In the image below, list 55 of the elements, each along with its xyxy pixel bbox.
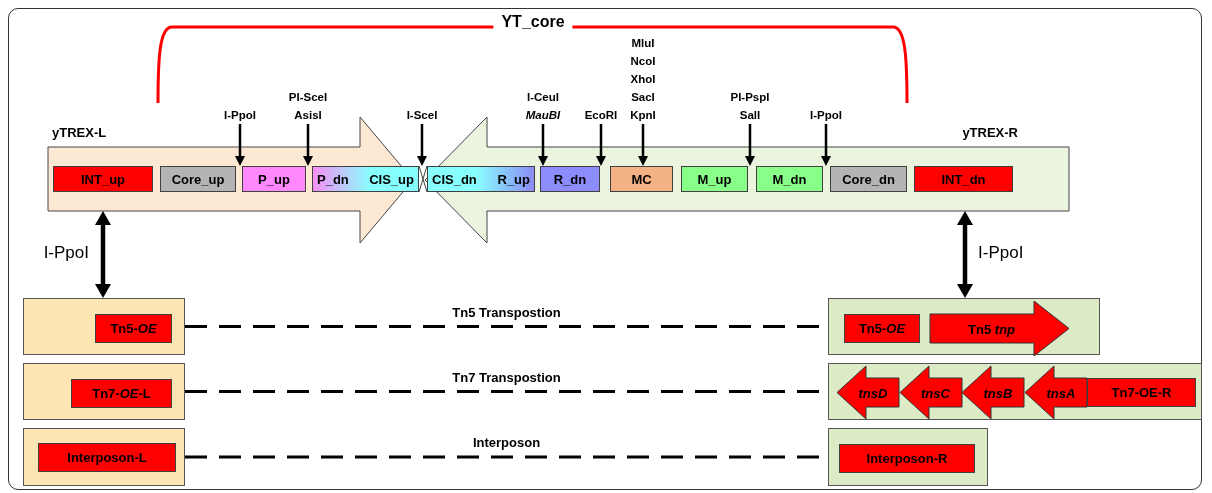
- cassette-box: [23, 298, 185, 355]
- gene-box: Core_up: [160, 166, 236, 192]
- cassette-box: [828, 363, 1202, 420]
- enzyme-site-label: I-CeuI MauBI: [525, 88, 561, 124]
- arrow: [638, 124, 648, 166]
- gene-label: P_dn: [317, 171, 349, 187]
- enzyme-site-label: PI-SceI AsisI: [288, 88, 328, 124]
- crossover-mark: [418, 165, 428, 193]
- cassette-label: yTREX-L: [52, 125, 107, 140]
- cassette-box: [828, 298, 1100, 355]
- gene-label: CIS_dn: [432, 171, 477, 187]
- gene-label: tnsA: [1046, 385, 1076, 400]
- enzyme-site-label: I-PpoI: [810, 106, 842, 124]
- cassette-label: yTREX-R: [962, 125, 1018, 140]
- gene-box: P_up: [242, 166, 306, 192]
- gene-box: MC: [610, 166, 673, 192]
- enzyme-site-label: PI-PspI SalI: [730, 88, 770, 124]
- enzyme-site-label: EcoRI: [584, 106, 618, 124]
- gene-label: CIS_up: [369, 171, 414, 187]
- arrow: [417, 124, 427, 166]
- gene-box: Tn5-OE: [844, 314, 920, 343]
- gene-box: R_dn: [540, 166, 600, 192]
- enzyme-site-label: I-PpoI: [224, 106, 256, 124]
- gene-box: INT_dn: [914, 166, 1013, 192]
- gene-box: [312, 166, 419, 192]
- gene-box: Interposon-L: [38, 443, 176, 472]
- cassette-box: [23, 363, 185, 420]
- gene-box: Tn5-OE: [95, 314, 172, 343]
- arrow: [235, 124, 245, 166]
- arrow: [821, 124, 831, 166]
- gene-box: Tn7-OE-R: [1087, 378, 1196, 407]
- enzyme-site-label: I-SceI: [406, 106, 438, 124]
- cassette-box: [828, 428, 988, 486]
- gene-box: Interposon-R: [839, 444, 975, 473]
- cassette-box: [23, 428, 185, 486]
- arrow: [303, 124, 313, 166]
- arrow: [957, 211, 973, 298]
- bracket-label: YT_core: [493, 13, 573, 31]
- gene-box: Tn7-OE-L: [71, 379, 172, 408]
- gene-box: M_dn: [756, 166, 823, 192]
- enzyme-site-label: MluI NcoI XhoI SacI KpnI: [630, 34, 656, 124]
- gene-label: tnsB: [983, 385, 1013, 400]
- arrow: [745, 124, 755, 166]
- gene-label: tnsD: [858, 385, 888, 400]
- arrow: [596, 124, 606, 166]
- edge-label: Interposon: [472, 435, 541, 450]
- gene-box: Core_dn: [830, 166, 907, 192]
- gene-box: INT_up: [53, 166, 153, 192]
- gene-box: [427, 166, 535, 192]
- gene-label: R_up: [497, 171, 530, 187]
- gene-box: M_up: [681, 166, 748, 192]
- arrow: [538, 124, 548, 166]
- gene-label: Tn5 tnp: [968, 321, 1016, 336]
- gene-label: tnsC: [920, 385, 950, 400]
- arrow: [95, 211, 111, 298]
